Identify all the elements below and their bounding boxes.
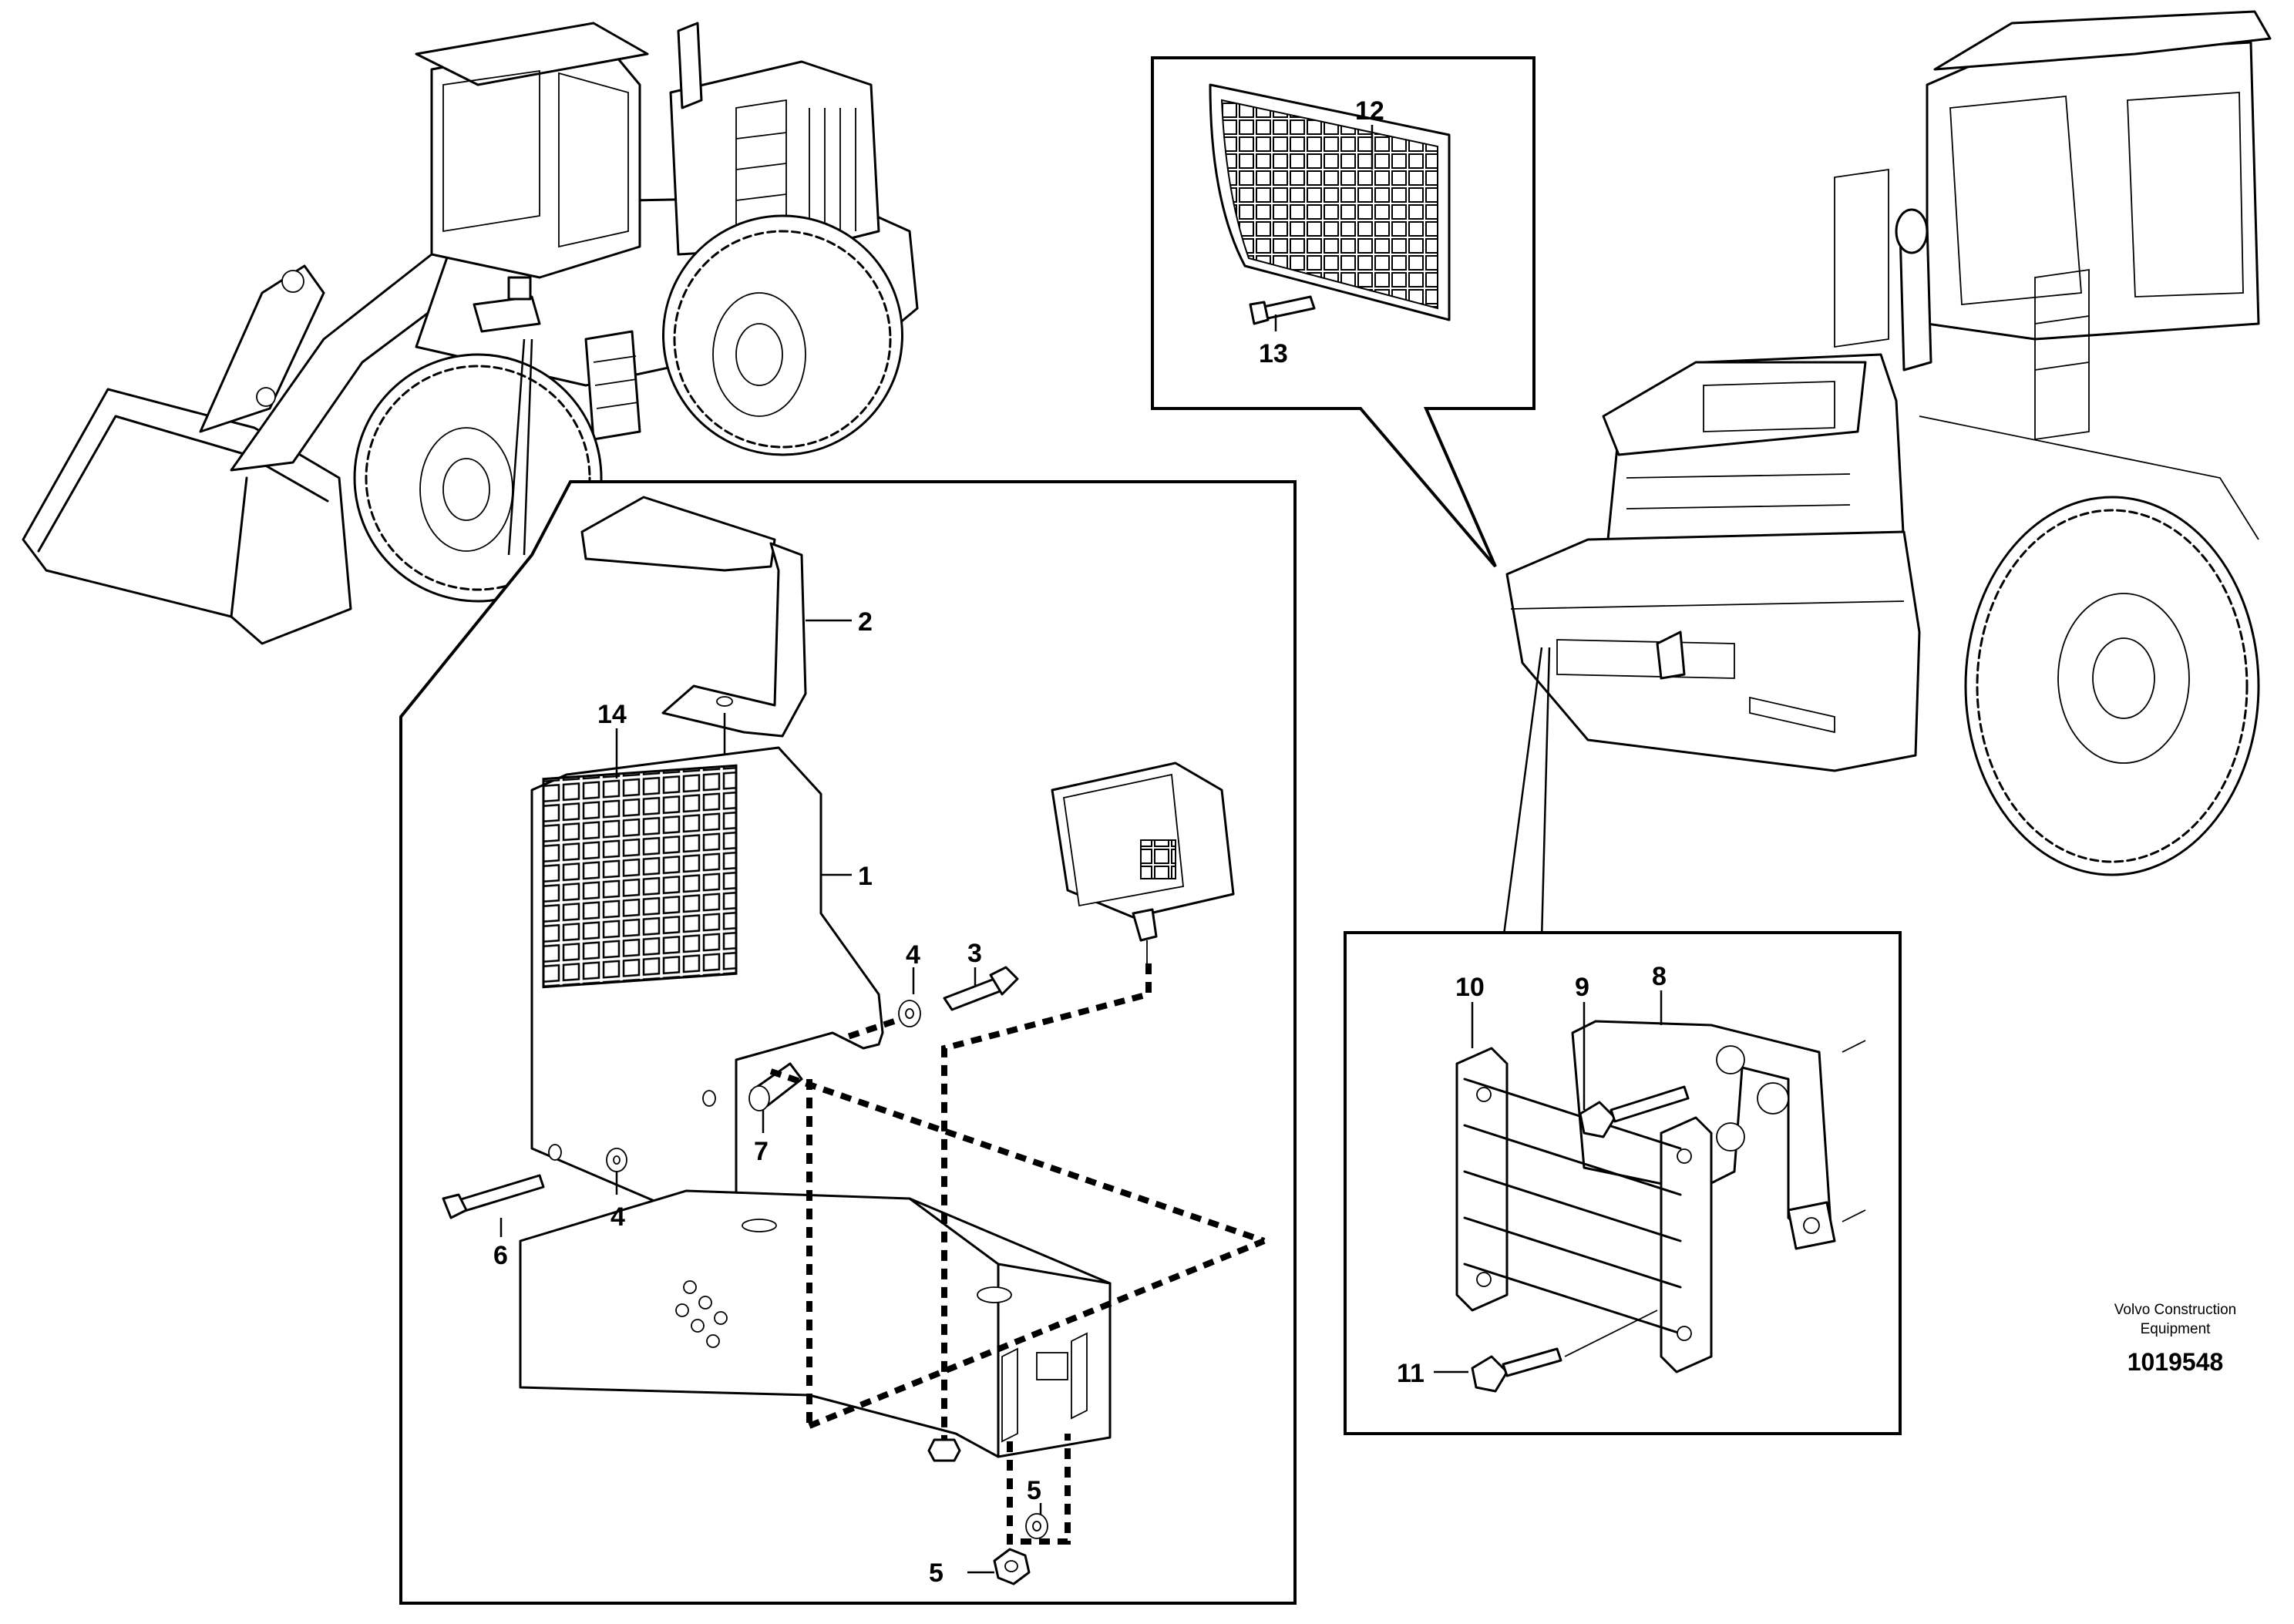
callout-8: 8 <box>1652 962 1667 991</box>
wheel-loader-left-icon <box>22 22 919 645</box>
callout-13: 13 <box>1259 339 1288 368</box>
callout-4a: 4 <box>906 940 920 970</box>
bolt-6-part <box>442 1148 627 1219</box>
rear-grille-part <box>1209 83 1451 325</box>
spacer-part <box>748 1062 803 1111</box>
visor-bracket-part <box>580 496 807 778</box>
callout-7: 7 <box>754 1137 769 1166</box>
callout-2: 2 <box>858 607 873 637</box>
brand-line-2: Equipment <box>2141 1321 2212 1337</box>
bolt-3-part <box>846 966 1019 1040</box>
mounting-base-part <box>519 1189 1112 1458</box>
callout-6: 6 <box>493 1241 508 1270</box>
callout-9: 9 <box>1575 973 1589 1002</box>
front-wheel-right <box>1964 496 2260 876</box>
callout-11: 11 <box>1397 1359 1424 1388</box>
callout-10: 10 <box>1455 973 1485 1002</box>
brand-line-1: Volvo Construction <box>2114 1302 2236 1318</box>
work-lamp-part <box>1051 762 1235 963</box>
callout-leaders <box>500 125 1663 1574</box>
callout-1: 1 <box>858 862 873 891</box>
document-number: 1019548 <box>2128 1348 2224 1376</box>
callout-5a: 5 <box>1027 1476 1041 1505</box>
assembly-dashes <box>769 963 1266 1545</box>
callout-3: 3 <box>967 939 982 968</box>
bracket-assembly-part <box>1455 1020 1866 1393</box>
wheel-loader-right-icon <box>1502 10 2272 941</box>
nut-washer-parts <box>927 1438 1048 1585</box>
callout-12: 12 <box>1355 96 1384 126</box>
callout-14: 14 <box>597 700 627 729</box>
rear-wheel-left <box>662 214 903 456</box>
callout-4b: 4 <box>610 1202 625 1232</box>
callout-5b: 5 <box>929 1558 944 1588</box>
